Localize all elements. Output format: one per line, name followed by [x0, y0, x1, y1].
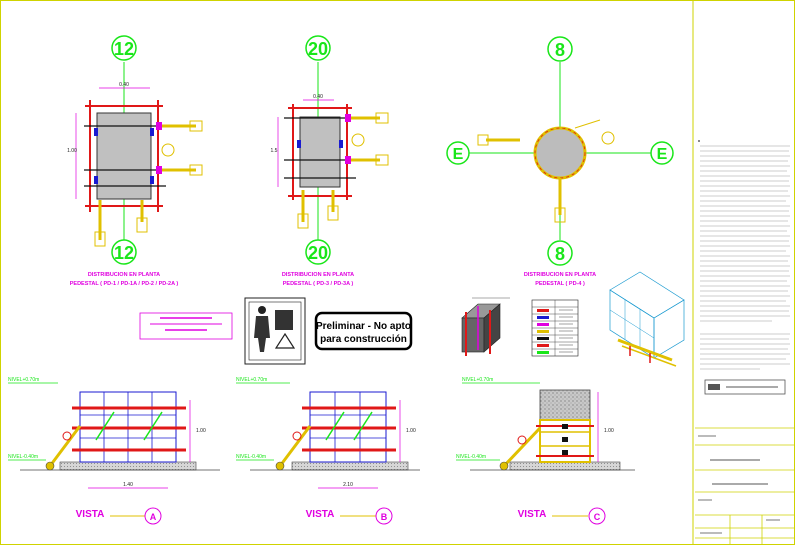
axis-label-bottom: 20 — [308, 243, 328, 263]
plan-title-line2: PEDESTAL ( PD-1 / PD-1A / PD-2 / PD-2A ) — [70, 281, 179, 287]
axis-bubble-top: 20 — [305, 35, 331, 61]
level-top-label: NIVEL+0.70m — [236, 377, 267, 383]
legend-table — [531, 299, 579, 357]
dimension-top: 0.40 — [119, 82, 129, 88]
safety-sign — [244, 297, 306, 365]
axis-bubble-left: E — [446, 141, 470, 165]
axis-bubble-top: 12 — [111, 35, 137, 61]
elevation-title: VISTA — [306, 509, 335, 520]
elevation-marker: C — [594, 512, 601, 522]
axis-bubble-bottom: 20 — [305, 239, 331, 265]
axis-label-left: E — [453, 146, 464, 163]
title-block — [695, 427, 795, 545]
elevation-a: NIVEL+0.70m NIVEL-0.40m 1.00 1.40 VISTA … — [8, 377, 220, 525]
preliminary-stamp: Preliminar - No apto para construcción — [314, 311, 413, 351]
column-section — [96, 112, 152, 200]
dimension-top: 0.40 — [313, 94, 323, 100]
dimension-side: 1.5 — [271, 148, 278, 154]
formwork-panel — [539, 419, 591, 463]
concrete-column-top — [539, 389, 591, 421]
level-top-label: NIVEL+0.70m — [462, 377, 493, 383]
axis-label-top: 8 — [555, 40, 565, 60]
level-bottom-label: NIVEL-0.40m — [236, 454, 266, 460]
note-box — [139, 312, 233, 340]
plan-pedestal-pd1: 12 12 0.40 1.00 DISTRIBUCION EN PLA — [67, 35, 203, 287]
stamp-line2: para construcción — [320, 334, 407, 345]
dimension-bottom: 2.10 — [343, 482, 353, 488]
concrete-base — [59, 461, 197, 471]
plan-title-line1: DISTRIBUCION EN PLANTA — [282, 272, 354, 278]
elevation-marker: A — [150, 512, 157, 522]
elevation-b: NIVEL+0.70m NIVEL-0.40m 1.00 2.10 VISTA … — [236, 377, 420, 525]
isometric-formwork-detail — [609, 271, 685, 367]
elevation-marker: B — [381, 512, 388, 522]
axis-label-bottom: 12 — [114, 243, 134, 263]
dimension-side: 1.00 — [67, 148, 77, 154]
plan-title-line2: PEDESTAL ( PD-4 ) — [535, 281, 585, 287]
plan-title-line1: DISTRIBUCION EN PLANTA — [524, 272, 596, 278]
plan-pedestal-pd3: 20 20 0.40 1.5 DISTRIBUCION EN PLANTA PE… — [271, 35, 389, 287]
level-bottom-label: NIVEL-0.40m — [8, 454, 38, 460]
elevation-title: VISTA — [518, 509, 547, 520]
revision-box — [704, 379, 786, 395]
axis-label-top: 12 — [114, 39, 134, 59]
formwork-detail-small — [461, 297, 510, 356]
axis-bubble-top: 8 — [547, 36, 573, 62]
level-top-label: NIVEL+0.70m — [8, 377, 39, 383]
dimension-right: 1.00 — [406, 428, 416, 434]
axis-label-bottom: 8 — [555, 244, 565, 264]
concrete-base — [509, 461, 621, 471]
general-notes — [698, 140, 790, 370]
elevation-title: VISTA — [76, 509, 105, 520]
dimension-bottom: 1.40 — [123, 482, 133, 488]
axis-label-top: 20 — [308, 39, 328, 59]
level-bottom-label: NIVEL-0.40m — [456, 454, 486, 460]
dimension-right: 1.00 — [604, 428, 614, 434]
plan-title-line2: PEDESTAL ( PD-3 / PD-3A ) — [283, 281, 354, 287]
column-section — [299, 116, 341, 188]
concrete-base — [291, 461, 409, 471]
axis-bubble-right: E — [650, 141, 674, 165]
axis-bubble-bottom: 8 — [547, 240, 573, 266]
axis-bubble-bottom: 12 — [111, 239, 137, 265]
elevation-c: NIVEL+0.70m NIVEL-0.40m 1.00 VISTA C — [456, 377, 635, 525]
plan-title-line1: DISTRIBUCION EN PLANTA — [88, 272, 160, 278]
plan-pedestal-pd4: 8 8 E E DISTRIBUCION EN PLANTA PEDESTAL … — [446, 36, 674, 287]
stamp-line1: Preliminar - No apto — [316, 321, 411, 332]
axis-label-right: E — [657, 146, 668, 163]
dimension-right: 1.00 — [196, 428, 206, 434]
